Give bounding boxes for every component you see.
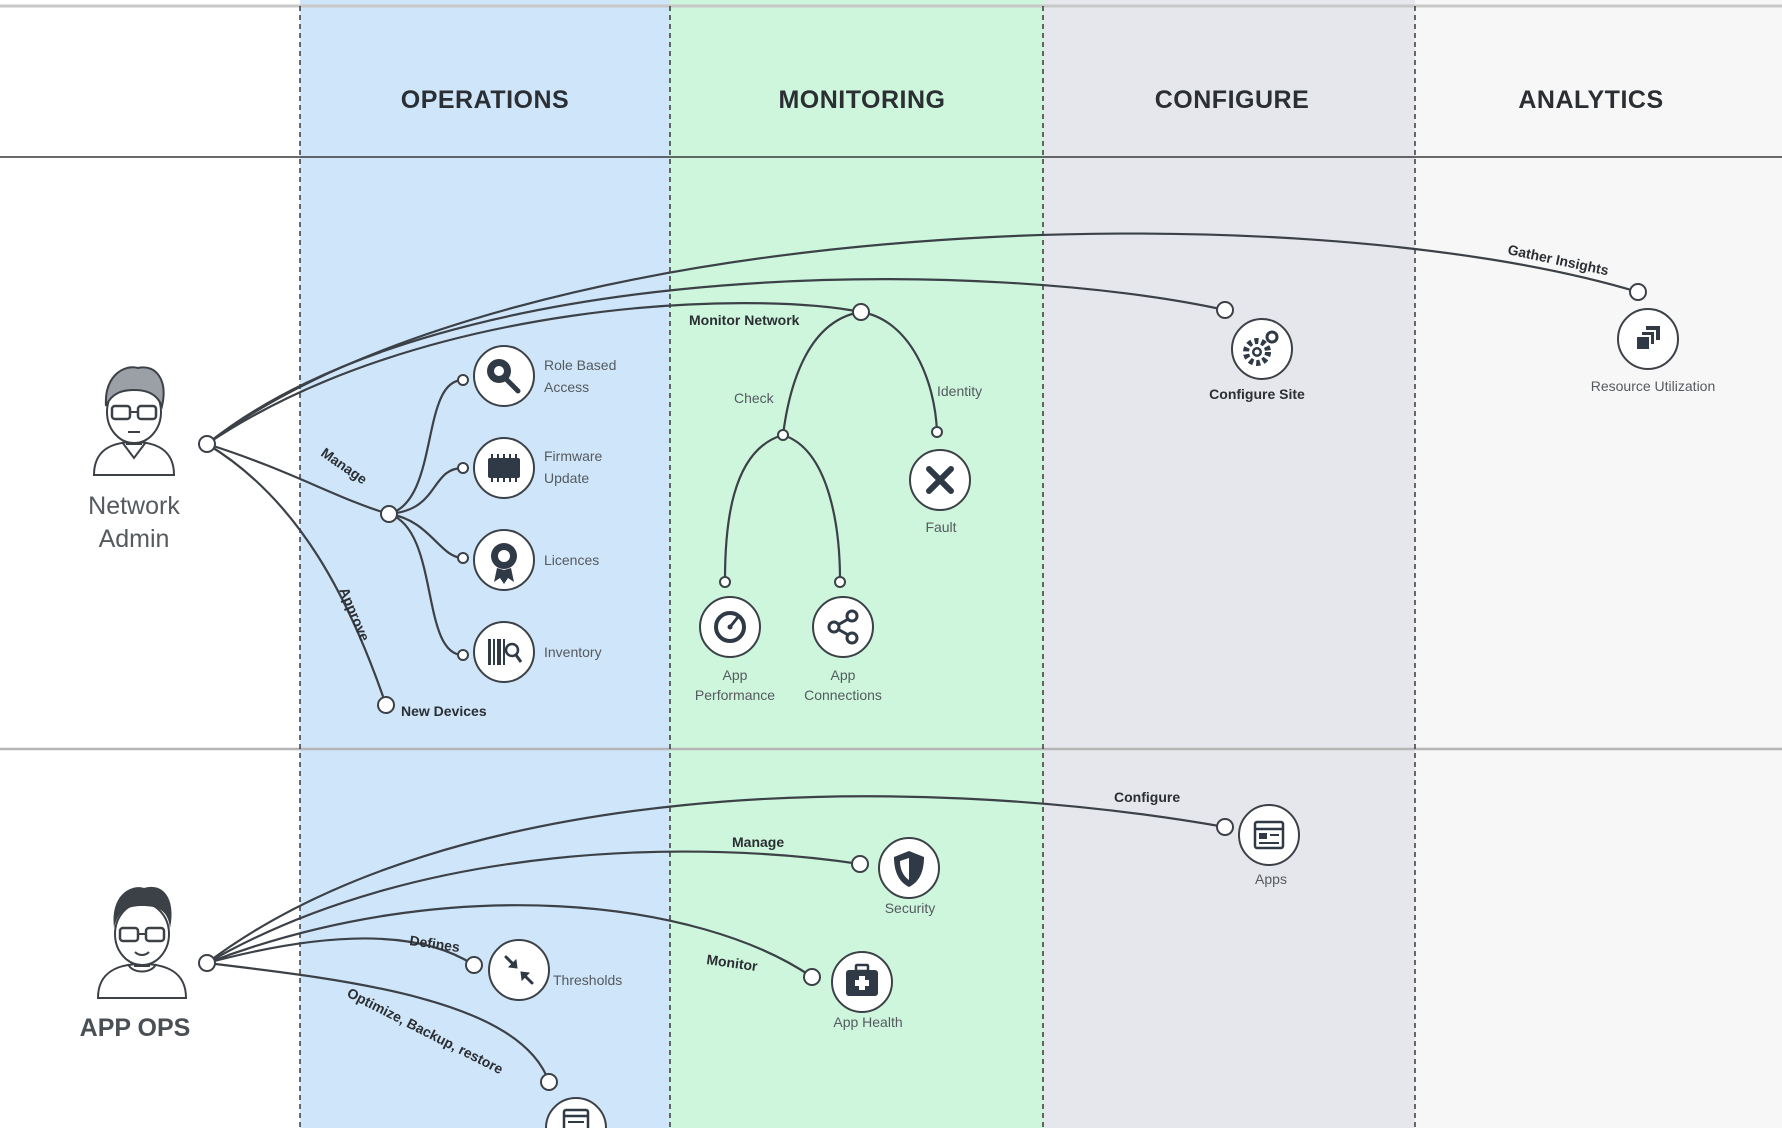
- network-admin-label-line1: Network: [88, 492, 180, 520]
- fault-node[interactable]: [909, 449, 971, 511]
- configure-site-node[interactable]: [1231, 318, 1293, 380]
- app-connections-node[interactable]: [812, 596, 874, 658]
- gauge-icon: [714, 611, 746, 643]
- gears-icon: [1243, 330, 1279, 366]
- app-performance-label-line2: Performance: [695, 687, 775, 703]
- app-ops-label: APP OPS: [80, 1014, 191, 1042]
- firmware-update-label-line2: Update: [544, 470, 589, 486]
- monitor-network-edge-label: Monitor Network: [689, 312, 800, 328]
- monitor-edge-label: Monitor: [706, 951, 760, 974]
- security-node[interactable]: [878, 837, 940, 899]
- app-performance-label-line1: App: [723, 667, 748, 683]
- resource-utilization-node[interactable]: [1617, 308, 1679, 370]
- configure-site-label: Configure Site: [1209, 386, 1305, 402]
- app-health-label: App Health: [833, 1014, 902, 1030]
- firmware-update-node[interactable]: [473, 437, 535, 499]
- resource-utilization-label: Resource Utilization: [1591, 378, 1716, 394]
- search-gear-icon: [487, 359, 521, 394]
- analytics-header: ANALYTICS: [1518, 86, 1663, 114]
- shield-icon: [894, 851, 924, 887]
- analytics-column-bg: [1415, 0, 1782, 1128]
- inventory-node[interactable]: [473, 621, 535, 683]
- column-separators: [299, 6, 1416, 1128]
- configure-header: CONFIGURE: [1155, 86, 1310, 114]
- thresholds-label: Thresholds: [553, 972, 622, 988]
- fault-label: Fault: [925, 519, 956, 535]
- thresholds-node[interactable]: [488, 939, 550, 1001]
- identity-edge-label: Identity: [937, 383, 982, 399]
- check-edge-label: Check: [734, 390, 775, 406]
- monitoring-header: MONITORING: [778, 86, 945, 114]
- network-admin-avatar-icon: [92, 366, 176, 476]
- share-icon: [827, 609, 859, 645]
- apps-node[interactable]: [1238, 804, 1300, 866]
- document-icon: [562, 1108, 590, 1128]
- close-icon: [926, 466, 954, 494]
- network-admin-edges: [206, 232, 1639, 706]
- security-label: Security: [885, 900, 936, 916]
- role-based-access-node[interactable]: [473, 345, 535, 407]
- monitoring-column-bg: [670, 0, 1043, 1128]
- stack-icon: [1635, 326, 1660, 351]
- configure-column-bg: [1043, 0, 1415, 1128]
- network-admin-junctions: [198, 283, 1647, 714]
- app-ops-avatar-icon: [96, 886, 188, 999]
- licences-label: Licences: [544, 552, 599, 568]
- configure-edge-label: Configure: [1114, 789, 1180, 805]
- medkit-icon: [846, 963, 878, 996]
- app-ops-junctions: [198, 818, 1234, 1091]
- new-devices-label: New Devices: [401, 703, 487, 719]
- backup-node[interactable]: [545, 1097, 607, 1128]
- manage-edge-label-appops: Manage: [732, 834, 784, 850]
- app-health-node[interactable]: [831, 951, 893, 1013]
- badge-icon: [491, 543, 517, 584]
- licences-node[interactable]: [473, 529, 535, 591]
- operations-header: OPERATIONS: [401, 86, 569, 114]
- app-window-icon: [1253, 820, 1285, 850]
- app-connections-label-line1: App: [831, 667, 856, 683]
- defines-edge-label: Defines: [409, 932, 462, 955]
- app-performance-node[interactable]: [699, 596, 761, 658]
- app-connections-label-line2: Connections: [804, 687, 882, 703]
- arrows-in-icon: [504, 955, 534, 985]
- apps-label: Apps: [1255, 871, 1287, 887]
- role-based-access-label-line2: Access: [544, 379, 589, 395]
- inventory-label: Inventory: [544, 644, 602, 660]
- firmware-update-label-line1: Firmware: [544, 448, 603, 464]
- chip-icon: [488, 454, 520, 482]
- network-admin-label-line2: Admin: [99, 525, 170, 553]
- role-based-access-label-line1: Role Based: [544, 357, 616, 373]
- barcode-icon: [488, 639, 523, 665]
- app-ops-edges: [206, 795, 1226, 1083]
